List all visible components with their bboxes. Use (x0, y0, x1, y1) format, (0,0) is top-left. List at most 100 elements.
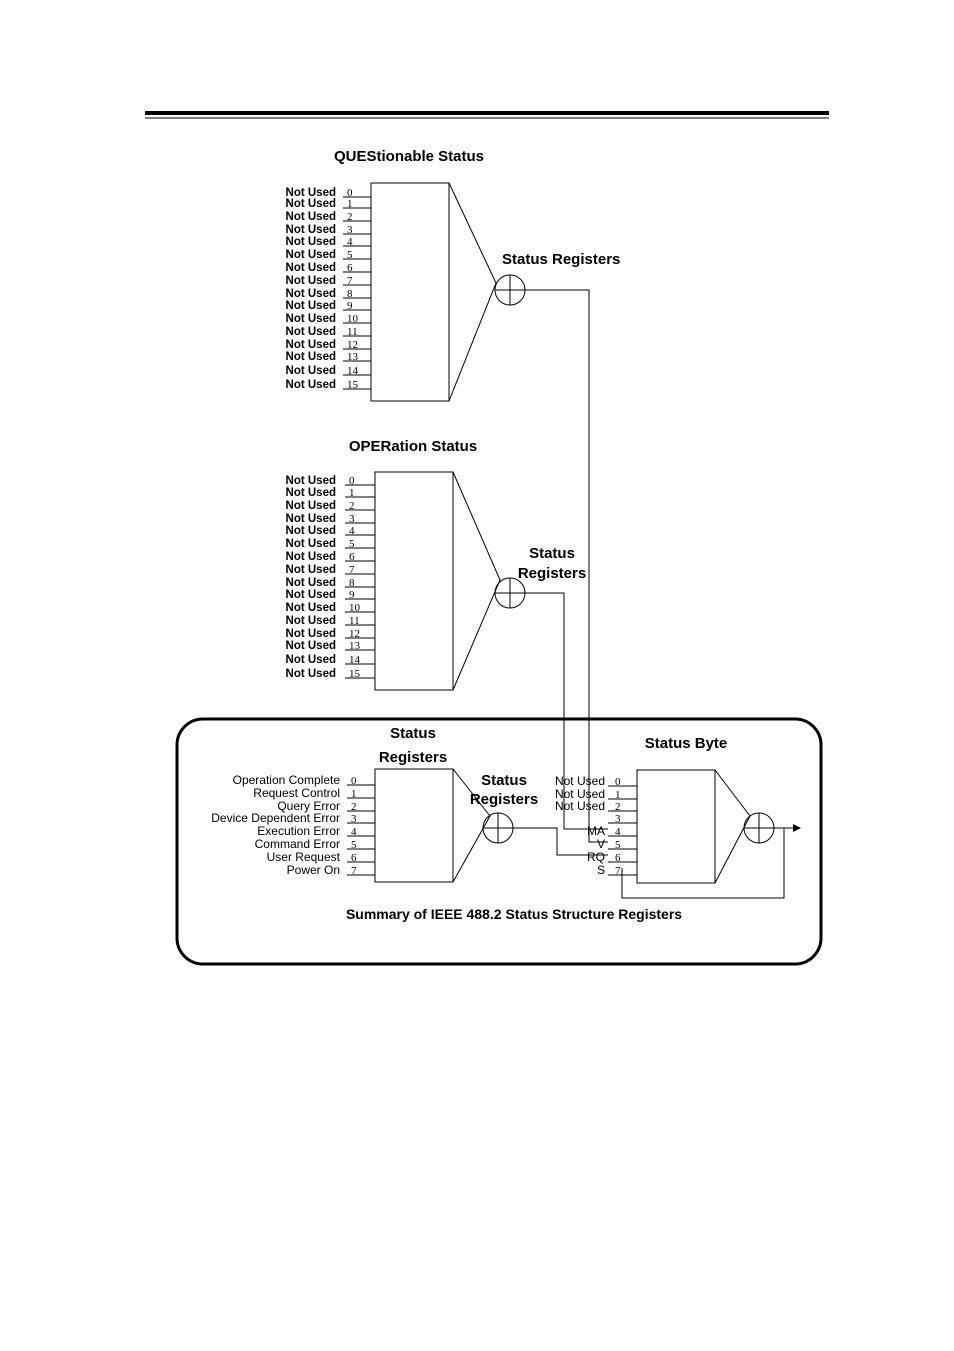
event-status-bit-label: Device Dependent Error (211, 811, 340, 825)
status-byte-bit-label: S (597, 863, 605, 877)
event-status-bit-number: 4 (351, 826, 357, 838)
event-status-bit-number: 0 (351, 775, 357, 787)
questionable-to-status-byte-line (525, 289, 608, 843)
questionable-bit-label: Not Used (286, 262, 336, 274)
event-status-bit-label: Operation Complete (233, 773, 341, 787)
event-status-bit-number: 5 (351, 839, 357, 851)
operation-bit-row: Not Used 8 (286, 577, 375, 589)
event-status-or-symbol (482, 812, 514, 844)
questionable-bit-label: Not Used (286, 300, 336, 312)
event-status-bit-number: 2 (351, 801, 357, 813)
event-status-bit-row: Power On 7 (287, 863, 375, 877)
operation-bit-label: Not Used (286, 640, 336, 652)
event-status-bit-row: Request Control 1 (253, 786, 375, 800)
operation-bit-number: 0 (349, 475, 355, 487)
operation-register-box (374, 471, 454, 691)
event-status-summary-label-2: Registers (470, 791, 538, 808)
status-byte-bit-label: V (597, 837, 605, 851)
operation-bit-number: 11 (349, 615, 360, 627)
event-status-bit-label: Request Control (253, 786, 340, 800)
status-byte-bit-number: 3 (615, 813, 621, 825)
questionable-bit-label: Not Used (286, 187, 336, 199)
questionable-bit-number: 3 (347, 224, 353, 236)
questionable-bit-number: 1 (347, 198, 353, 210)
operation-bit-number: 13 (349, 640, 361, 652)
operation-bit-row: Not Used 14 (286, 654, 375, 666)
questionable-bit-number: 9 (347, 300, 353, 312)
event-status-bit-number: 3 (351, 813, 357, 825)
operation-bit-number: 3 (349, 513, 355, 525)
questionable-bit-number: 12 (347, 339, 358, 351)
event-status-bit-label: Power On (287, 863, 340, 877)
event-status-to-status-byte-line (513, 827, 608, 856)
questionable-bit-number: 15 (347, 379, 359, 391)
operation-bit-row: Not Used 3 (286, 513, 375, 525)
operation-bit-number: 2 (349, 500, 355, 512)
operation-title: OPERation Status (349, 438, 477, 455)
operation-bit-label: Not Used (286, 654, 336, 666)
status-byte-bit-label: Not Used (555, 787, 605, 801)
status-byte-title: Status Byte (645, 735, 728, 752)
operation-bit-label: Not Used (286, 577, 336, 589)
questionable-bit-label: Not Used (286, 211, 336, 223)
event-status-funnel (452, 768, 491, 883)
operation-bit-label: Not Used (286, 668, 336, 680)
operation-bit-label: Not Used (286, 513, 336, 525)
questionable-bit-label: Not Used (286, 351, 336, 363)
event-status-bit-label: Command Error (255, 837, 340, 851)
questionable-register-box (370, 182, 450, 402)
status-byte-bit-number: 0 (615, 776, 621, 788)
operation-bit-number: 8 (349, 577, 355, 589)
status-byte-bit-label: Not Used (555, 799, 605, 813)
questionable-or-symbol (494, 274, 526, 306)
operation-bit-label: Not Used (286, 487, 336, 499)
questionable-bit-number: 13 (347, 351, 359, 363)
questionable-bit-number: 5 (347, 249, 353, 261)
operation-bit-label: Not Used (286, 615, 336, 627)
status-byte-bit-number: 5 (615, 839, 621, 851)
operation-bit-number: 14 (349, 654, 361, 666)
questionable-summary-label: Status Registers (502, 251, 620, 268)
questionable-bit-number: 4 (347, 236, 353, 248)
ieee-488-2-frame (175, 717, 823, 966)
status-byte-bit-number: 1 (615, 789, 621, 801)
operation-bit-number: 9 (349, 589, 355, 601)
operation-bit-label: Not Used (286, 628, 336, 640)
operation-bit-number: 4 (349, 525, 355, 537)
status-byte-bit-row: Not Used 1 (555, 787, 637, 801)
operation-bit-row: Not Used 11 (286, 615, 375, 627)
status-byte-bit-label: MA (587, 824, 605, 838)
operation-bit-label: Not Used (286, 500, 336, 512)
event-status-bit-label: User Request (267, 850, 341, 864)
event-status-bit-number: 7 (351, 865, 357, 877)
operation-to-status-byte-line (525, 592, 608, 830)
status-byte-bit-number: 4 (615, 826, 621, 838)
questionable-bit-label: Not Used (286, 224, 336, 236)
operation-bit-label: Not Used (286, 602, 336, 614)
questionable-bit-row: Not Used 3 (286, 224, 371, 236)
event-status-bit-number: 1 (351, 788, 357, 800)
event-status-summary-label-1: Status (481, 772, 527, 789)
event-status-bit-label: Query Error (277, 799, 340, 813)
event-status-title-2: Registers (379, 749, 447, 766)
